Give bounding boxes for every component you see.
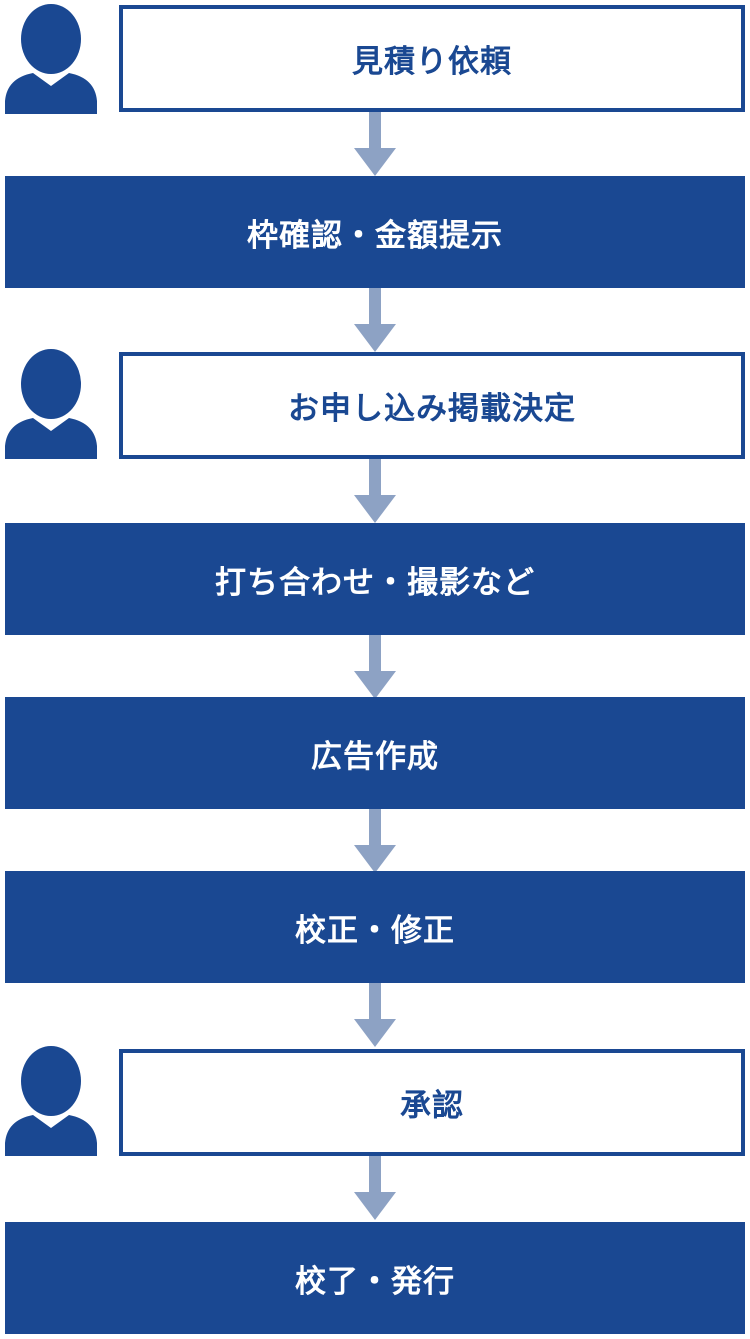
flow-step-3: お申し込み掲載決定: [119, 352, 745, 459]
person-icon: [3, 2, 99, 114]
flow-step-label: 校了・発行: [295, 1263, 455, 1300]
arrow-down-icon: [354, 809, 396, 873]
flow-step-1: 見積り依頼: [119, 5, 745, 112]
flow-step-8: 校了・発行: [5, 1222, 745, 1334]
flow-step-label: 枠確認・金額提示: [247, 217, 503, 254]
flow-step-label: 見積り依頼: [352, 44, 512, 80]
flow-step-label: 校正・修正: [295, 912, 455, 949]
flow-step-label: 打ち合わせ・撮影など: [215, 564, 535, 601]
arrow-down-icon: [354, 983, 396, 1047]
flow-step-label: 承認: [400, 1088, 464, 1124]
flow-step-5: 広告作成: [5, 697, 745, 809]
arrow-down-icon: [354, 112, 396, 176]
arrow-down-icon: [354, 1156, 396, 1220]
flow-step-6: 校正・修正: [5, 871, 745, 983]
flow-step-2: 枠確認・金額提示: [5, 176, 745, 288]
arrow-down-icon: [354, 635, 396, 699]
flow-step-label: 広告作成: [311, 738, 439, 775]
arrow-down-icon: [354, 288, 396, 352]
person-icon: [3, 1044, 99, 1156]
flow-step-4: 打ち合わせ・撮影など: [5, 523, 745, 635]
person-icon: [3, 347, 99, 459]
flow-step-label: お申し込み掲載決定: [288, 391, 576, 427]
arrow-down-icon: [354, 459, 396, 523]
flow-step-7: 承認: [119, 1049, 745, 1156]
